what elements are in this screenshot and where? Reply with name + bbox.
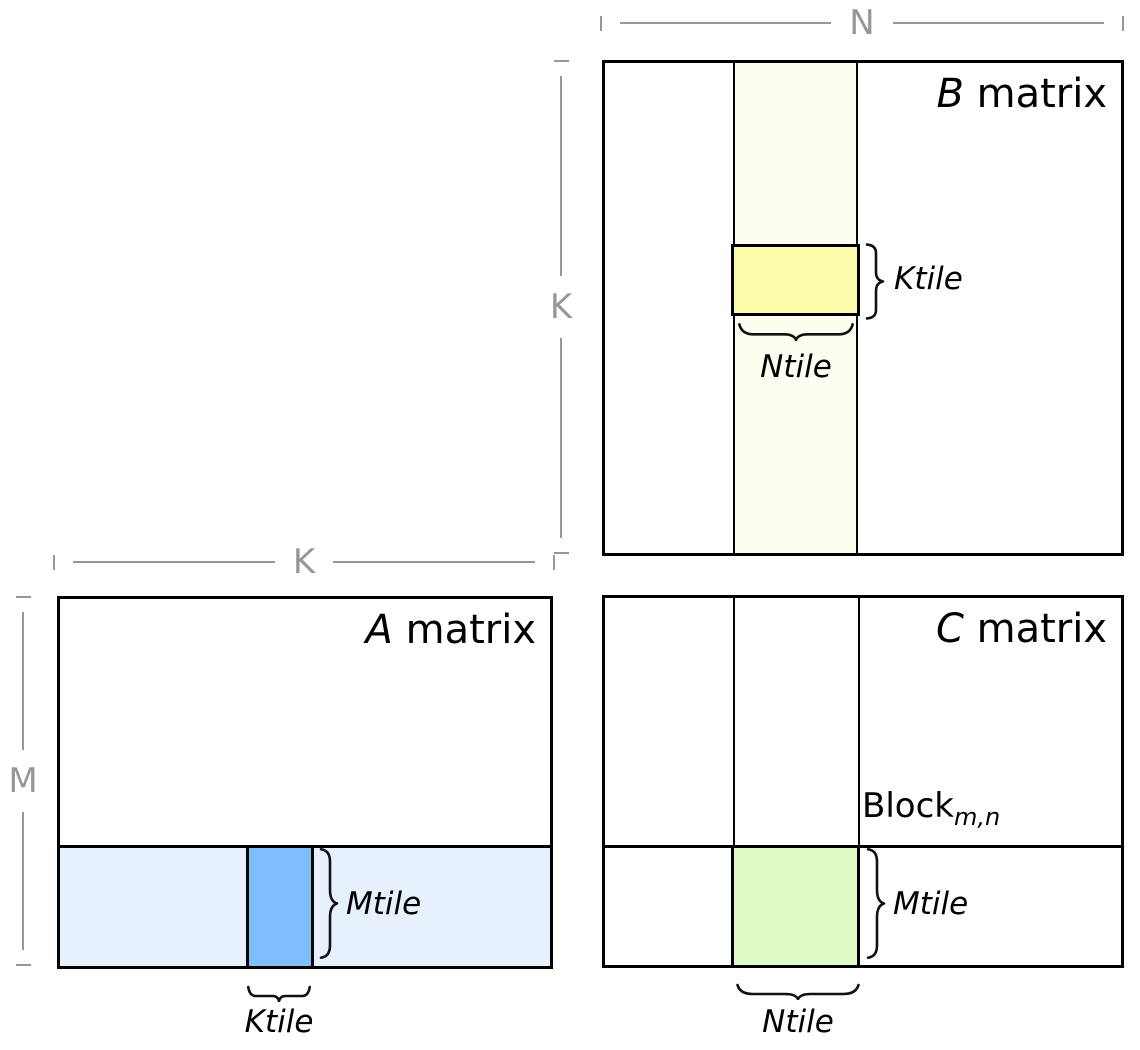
- c-matrix-title-letter: C: [935, 606, 964, 652]
- b-ntile-brace: [737, 321, 855, 341]
- dimension-line-n: N: [600, 6, 1124, 40]
- c-matrix-column-line: [858, 598, 860, 965]
- dimension-tick: [15, 964, 31, 966]
- dimension-line-k-horizontal: K: [53, 542, 556, 582]
- dimension-label-k-vertical: K: [549, 287, 573, 327]
- c-mtile-brace: [864, 847, 886, 960]
- dimension-label-m: M: [8, 761, 38, 801]
- dimension-line-m: M: [6, 596, 40, 966]
- c-ntile-label: Ntile: [762, 1004, 834, 1040]
- b-matrix-title-letter: B: [936, 71, 964, 117]
- dimension-line-segment: [22, 612, 24, 750]
- b-matrix-box: B matrix: [602, 60, 1124, 556]
- dimension-label-n: N: [849, 3, 875, 43]
- b-ktile-label: Ktile: [894, 261, 963, 297]
- c-matrix-title: C matrix: [936, 606, 1107, 652]
- c-matrix-column-line: [733, 598, 735, 965]
- c-block-label: Blockm,n: [862, 786, 1000, 837]
- a-matrix-title-rest: matrix: [392, 607, 536, 653]
- a-matrix-title-letter: A: [365, 607, 393, 653]
- a-ktile-brace: [247, 984, 311, 1002]
- dimension-line-segment: [560, 338, 562, 538]
- b-matrix-title: B matrix: [936, 71, 1107, 117]
- a-ktile-label: Ktile: [244, 1004, 314, 1040]
- dimension-line-segment: [22, 812, 24, 950]
- dimension-line-k-vertical: K: [544, 60, 578, 554]
- dimension-tick: [600, 15, 602, 31]
- dimension-tick: [553, 554, 556, 570]
- dimension-tick: [53, 554, 55, 570]
- a-mtile-label: Mtile: [346, 886, 422, 922]
- dimension-tick: [1122, 15, 1124, 31]
- c-mtile-label: Mtile: [893, 886, 969, 922]
- a-matrix-mtile-ktile-tile: [246, 845, 314, 966]
- a-matrix-title: A matrix: [366, 607, 536, 653]
- a-matrix-box: A matrix: [57, 596, 553, 969]
- a-mtile-brace: [317, 847, 339, 960]
- dimension-tick: [553, 60, 569, 62]
- dimension-label-k-horizontal: K: [292, 542, 316, 582]
- dimension-tick: [15, 596, 31, 598]
- dimension-line-segment: [333, 561, 536, 563]
- b-ntile-label: Ntile: [760, 349, 832, 385]
- dimension-line-segment: [892, 22, 1104, 24]
- c-ntile-brace: [735, 982, 861, 1000]
- c-block-label-subscript: m,n: [953, 802, 1001, 831]
- dimension-tick: [553, 552, 569, 554]
- c-matrix-row-line: [605, 845, 1121, 848]
- b-matrix-ktile-ntile-tile: [731, 244, 860, 316]
- c-matrix-box: C matrix: [602, 595, 1124, 968]
- b-ktile-brace: [863, 243, 885, 320]
- c-block-label-text: Block: [862, 786, 954, 826]
- c-matrix-block-tile: [731, 848, 860, 965]
- dimension-line-segment: [620, 22, 832, 24]
- dimension-line-segment: [560, 76, 562, 276]
- b-matrix-title-rest: matrix: [963, 71, 1107, 117]
- c-matrix-title-rest: matrix: [963, 606, 1107, 652]
- dimension-line-segment: [73, 561, 275, 563]
